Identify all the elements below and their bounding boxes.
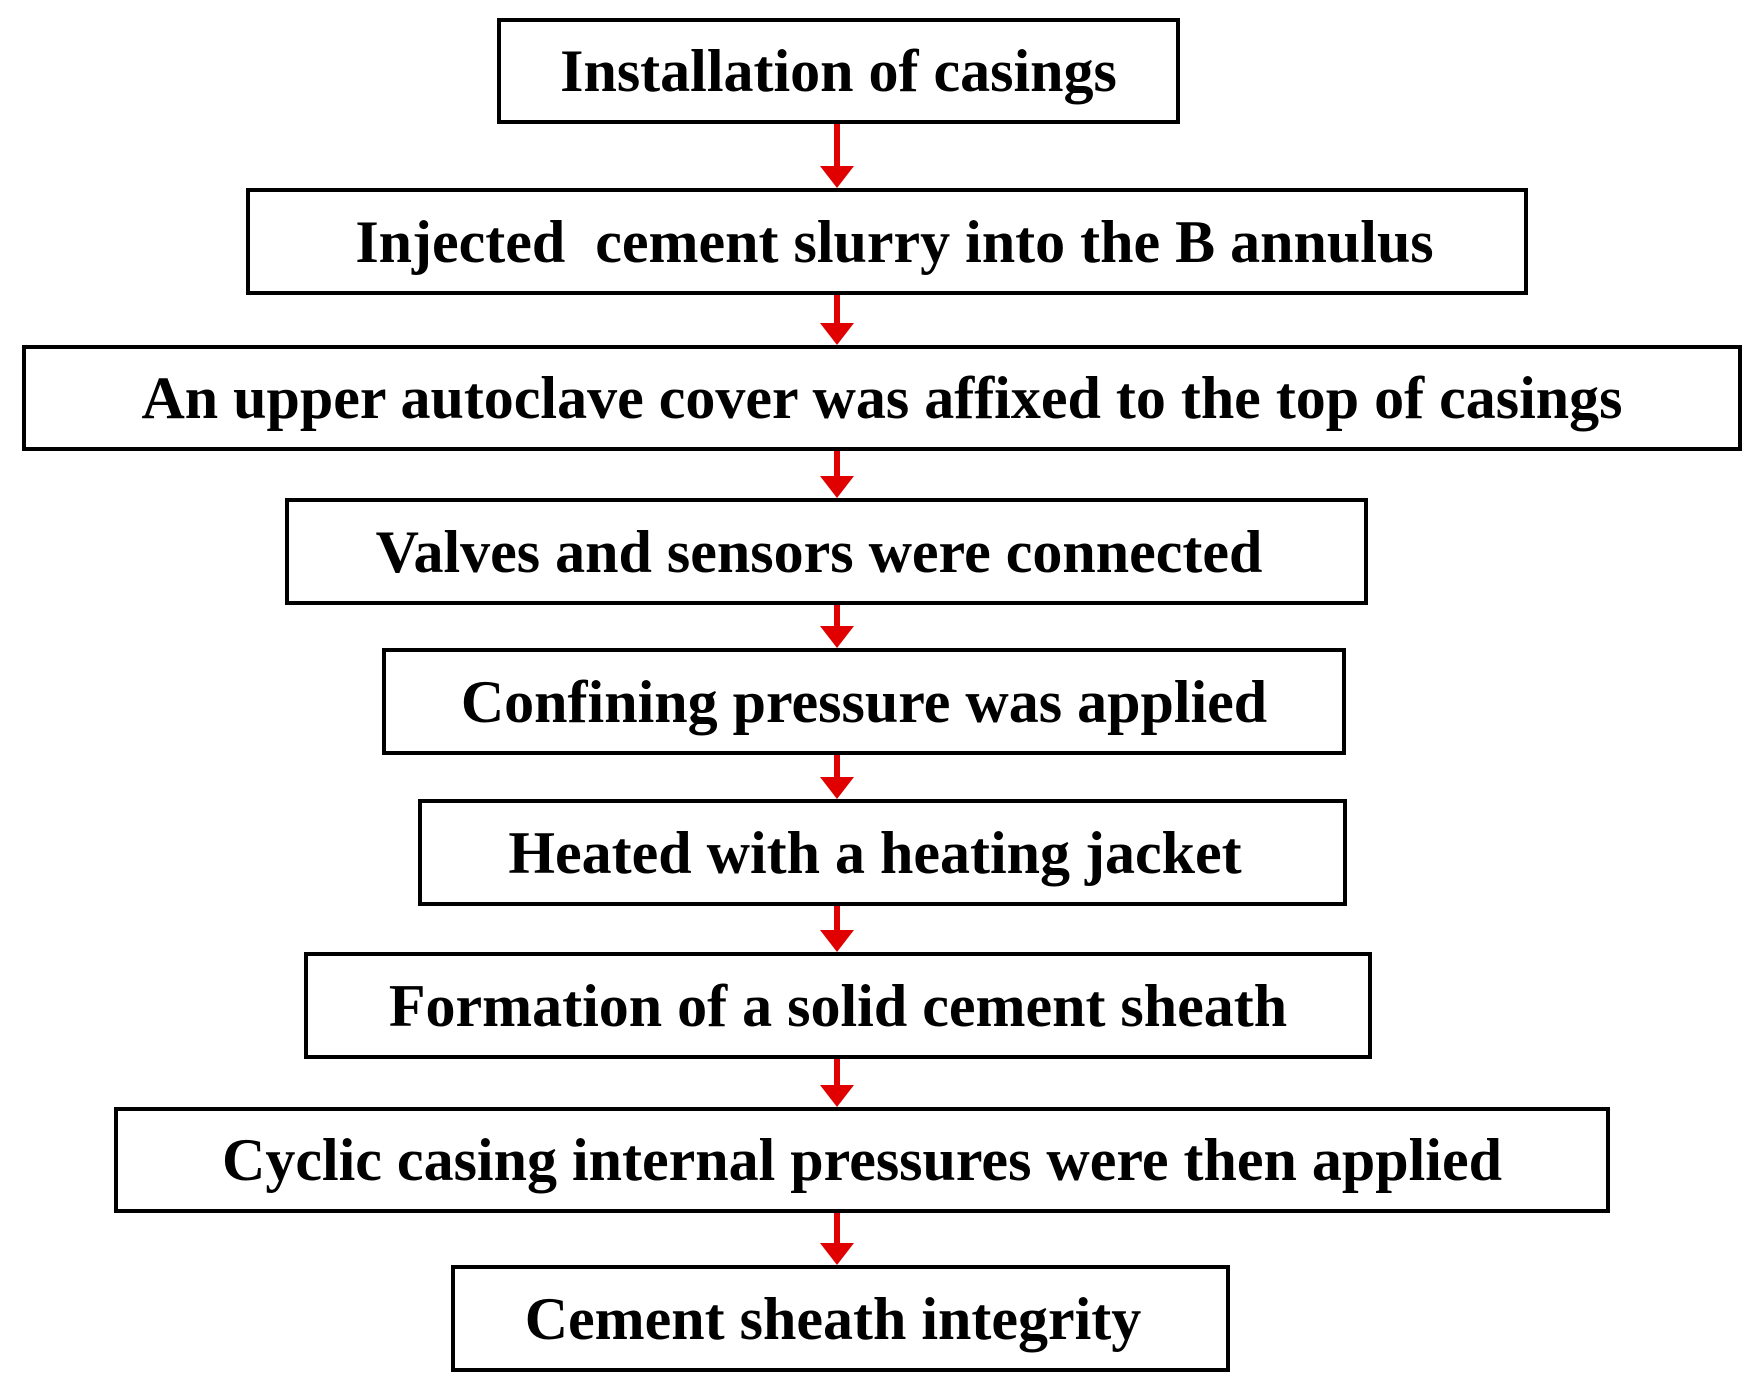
step-box-valves-and-sensors: Valves and sensors were connected (285, 498, 1368, 605)
flow-arrow-down-icon (817, 1213, 857, 1265)
step-label: An upper autoclave cover was affixed to … (141, 365, 1623, 431)
step-label: Formation of a solid cement sheath (388, 972, 1288, 1039)
step-label: Cyclic casing internal pressures were th… (222, 1127, 1502, 1193)
step-box-upper-autoclave-cover: An upper autoclave cover was affixed to … (22, 345, 1742, 451)
flow-arrow-down-icon (817, 906, 857, 952)
flow-arrow-down-icon (817, 755, 857, 799)
step-box-installation-of-casings: Installation of casings (497, 18, 1180, 124)
step-box-injected-cement-slurry: Injected cement slurry into the B annulu… (246, 188, 1528, 295)
step-label: Confining pressure was applied (460, 668, 1268, 735)
step-box-confining-pressure: Confining pressure was applied (382, 648, 1346, 755)
step-label: Heated with a heating jacket (508, 819, 1257, 886)
step-box-cyclic-internal-pressures: Cyclic casing internal pressures were th… (114, 1107, 1610, 1213)
step-box-cement-sheath-integrity: Cement sheath integrity (451, 1265, 1230, 1372)
flow-arrow-down-icon (817, 124, 857, 188)
flow-arrow-down-icon (817, 605, 857, 648)
flow-arrow-down-icon (817, 451, 857, 498)
step-label: Injected cement slurry into the B annulu… (340, 208, 1434, 275)
flow-arrow-down-icon (817, 295, 857, 345)
step-label: Cement sheath integrity (524, 1285, 1157, 1352)
step-label: Installation of casings (560, 38, 1117, 104)
step-box-heating-jacket: Heated with a heating jacket (418, 799, 1347, 906)
step-label: Valves and sensors were connected (375, 518, 1278, 585)
flow-arrow-down-icon (817, 1059, 857, 1107)
step-box-solid-cement-sheath: Formation of a solid cement sheath (304, 952, 1372, 1059)
